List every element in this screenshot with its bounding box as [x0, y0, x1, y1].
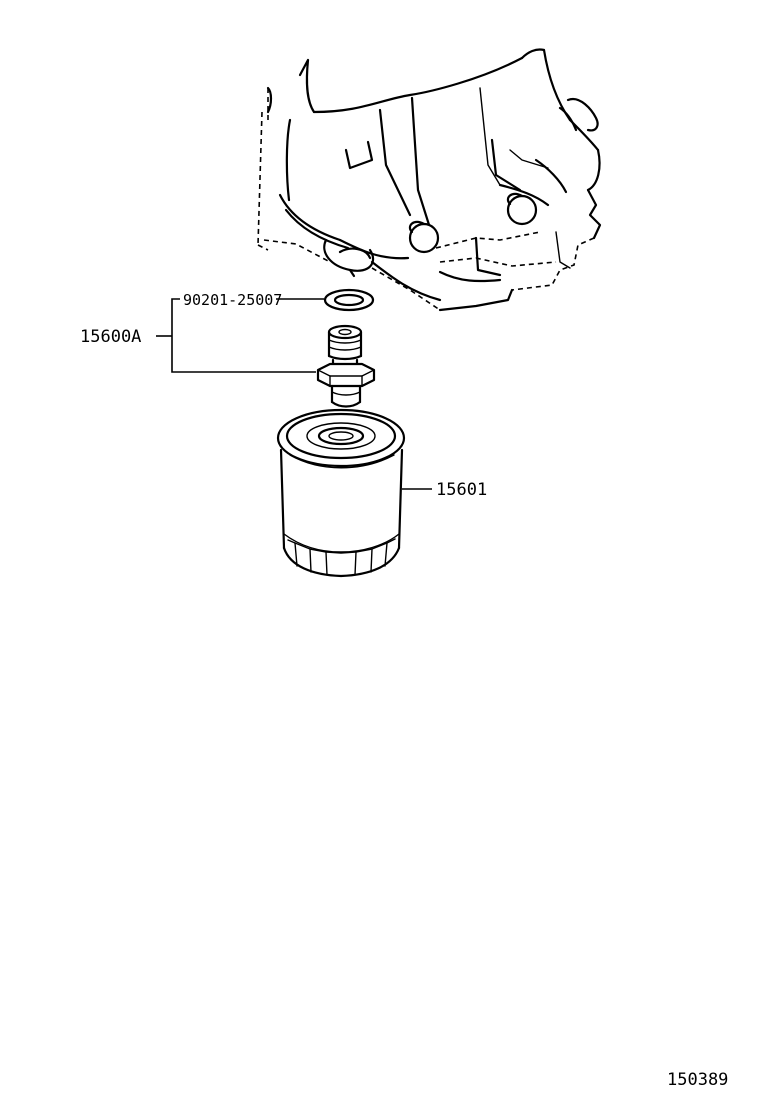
leader-lines: [156, 298, 432, 490]
oil-filter-part-number: 15601: [436, 480, 487, 500]
gasket-washer: [323, 288, 375, 312]
engine-block-outline: [257, 48, 602, 312]
oil-filter: [276, 408, 406, 578]
union-assy-part-number: 15600A: [80, 327, 141, 347]
oil-filter-union: [316, 324, 376, 408]
figure-number: 150389: [667, 1070, 728, 1090]
gasket-part-number: 90201-25007: [183, 291, 282, 309]
